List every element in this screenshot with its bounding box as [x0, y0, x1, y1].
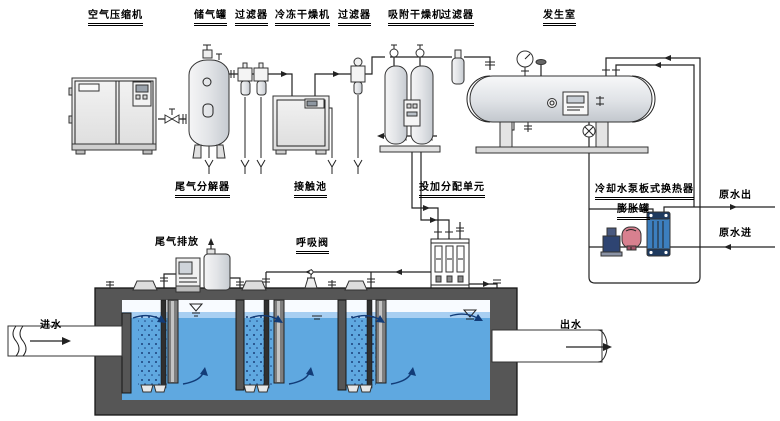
- air-storage-tank: [182, 44, 230, 159]
- label-filter-1: 过滤器: [235, 10, 268, 26]
- label-breathing-valve: 呼吸阀: [296, 238, 329, 254]
- label-dosing-unit: 投加分配单元: [419, 182, 485, 198]
- label-water-out: 出水: [560, 320, 582, 331]
- expansion-tank: [621, 226, 642, 251]
- label-filter-2: 过滤器: [338, 10, 371, 26]
- freeze-dryer: [272, 95, 330, 155]
- filter-3: [350, 57, 366, 95]
- process-piping: [158, 55, 775, 288]
- label-generator-room: 发生室: [543, 10, 576, 26]
- label-filter-3: 过滤器: [441, 10, 474, 26]
- dosing-distribution-unit: [430, 238, 470, 292]
- air-compressor: [68, 77, 157, 155]
- cooling-water-pump: [600, 227, 623, 257]
- baffles: [167, 299, 387, 384]
- label-freeze-dryer: 冷冻干燥机: [275, 10, 330, 26]
- label-expansion-tank: 膨胀罐: [617, 204, 650, 220]
- label-water-in: 进水: [40, 320, 62, 331]
- label-raw-water-out: 原水出: [719, 190, 752, 201]
- plate-heat-exchanger: [646, 211, 671, 257]
- filter-1: [237, 62, 253, 96]
- label-tail-gas-discharge: 尾气排放: [155, 237, 199, 248]
- label-tail-gas-decomposer: 尾气分解器: [175, 182, 230, 198]
- filter-4: [451, 49, 465, 85]
- ozone-generator-vessel: [466, 50, 656, 154]
- adsorption-dryer: [379, 44, 441, 153]
- label-cooling-pump: 冷却水泵: [595, 184, 639, 200]
- diffuser-pipes: [140, 299, 373, 393]
- drain-valves: [204, 95, 363, 174]
- label-air-tank: 储气罐: [194, 10, 227, 26]
- breathing-valve: [304, 269, 318, 289]
- inlet-pipe: [7, 325, 123, 357]
- tail-gas-decomposer: [160, 238, 244, 293]
- label-contact-tank: 接触池: [294, 182, 327, 198]
- filter-2: [253, 62, 269, 96]
- label-adsorption-dryer: 吸附干燥机: [388, 10, 443, 26]
- label-air-compressor: 空气压缩机: [88, 10, 143, 26]
- flow-arrows: [132, 313, 483, 385]
- water-level-symbols: [188, 303, 478, 320]
- label-raw-water-in: 原水进: [719, 228, 752, 239]
- outlet-pipe: [491, 329, 612, 363]
- contact-tank: [94, 280, 518, 416]
- label-plate-heat-exchanger: 板式换热器: [639, 184, 694, 200]
